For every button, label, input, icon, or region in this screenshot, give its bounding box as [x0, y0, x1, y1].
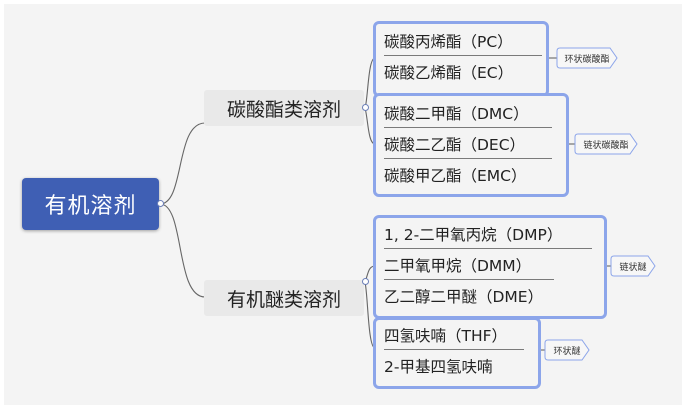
branch-node-carbonate[interactable]: 碳酸酯类溶剂 — [204, 90, 364, 126]
branch-connector-dot — [362, 278, 369, 285]
group-cyclic-ethers — [373, 317, 541, 389]
tag-linear-ether[interactable]: 链状醚 — [610, 255, 656, 277]
leaf-ec[interactable]: 碳酸乙烯酯（EC） — [384, 64, 514, 82]
root-node[interactable]: 有机溶剂 — [22, 178, 159, 230]
group-linear-carbonates — [373, 93, 569, 197]
leaf-dme[interactable]: 乙二醇二甲醚（DME） — [384, 288, 544, 306]
connector-root-carbonate — [159, 122, 206, 205]
leaf-2methf[interactable]: 2-甲基四氢呋喃 — [384, 358, 493, 376]
tag-cyclic-ether[interactable]: 环状醚 — [544, 339, 590, 361]
tag-label: 环状醚 — [553, 346, 581, 357]
tag-label: 链状碳酸酯 — [583, 140, 629, 151]
tag-shape — [610, 255, 656, 277]
leaf-dmm[interactable]: 二甲氧甲烷（DMM） — [384, 250, 554, 280]
root-label: 有机溶剂 — [44, 194, 137, 219]
leaf-emc[interactable]: 碳酸甲乙酯（EMC） — [384, 167, 527, 185]
root-connector-dot — [157, 200, 164, 207]
tag-shape — [544, 339, 590, 361]
leaf-dec[interactable]: 碳酸二乙酯（DEC） — [384, 129, 552, 159]
tag-label: 链状醚 — [619, 262, 647, 273]
leaf-pc[interactable]: 碳酸丙烯酯（PC） — [384, 26, 542, 56]
connector-root-ether — [159, 203, 206, 298]
tag-linear-carbonate[interactable]: 链状碳酸酯 — [574, 133, 638, 155]
branch-label: 有机醚类溶剂 — [226, 288, 341, 311]
leaf-thf[interactable]: 四氢呋喃（THF） — [384, 320, 524, 350]
tag-shape — [556, 47, 618, 69]
tag-cyclic-carbonate[interactable]: 环状碳酸酯 — [556, 47, 618, 69]
tag-shape — [574, 133, 638, 155]
leaf-dmc[interactable]: 碳酸二甲酯（DMC） — [384, 98, 552, 128]
branch-node-ether[interactable]: 有机醚类溶剂 — [204, 280, 364, 316]
branch-connector-dot — [362, 104, 369, 111]
tag-label: 环状碳酸酯 — [564, 54, 610, 65]
branch-label: 碳酸酯类溶剂 — [226, 98, 341, 121]
leaf-dmp[interactable]: 1, 2-二甲氧丙烷（DMP） — [384, 219, 592, 249]
group-linear-ethers — [373, 215, 607, 319]
